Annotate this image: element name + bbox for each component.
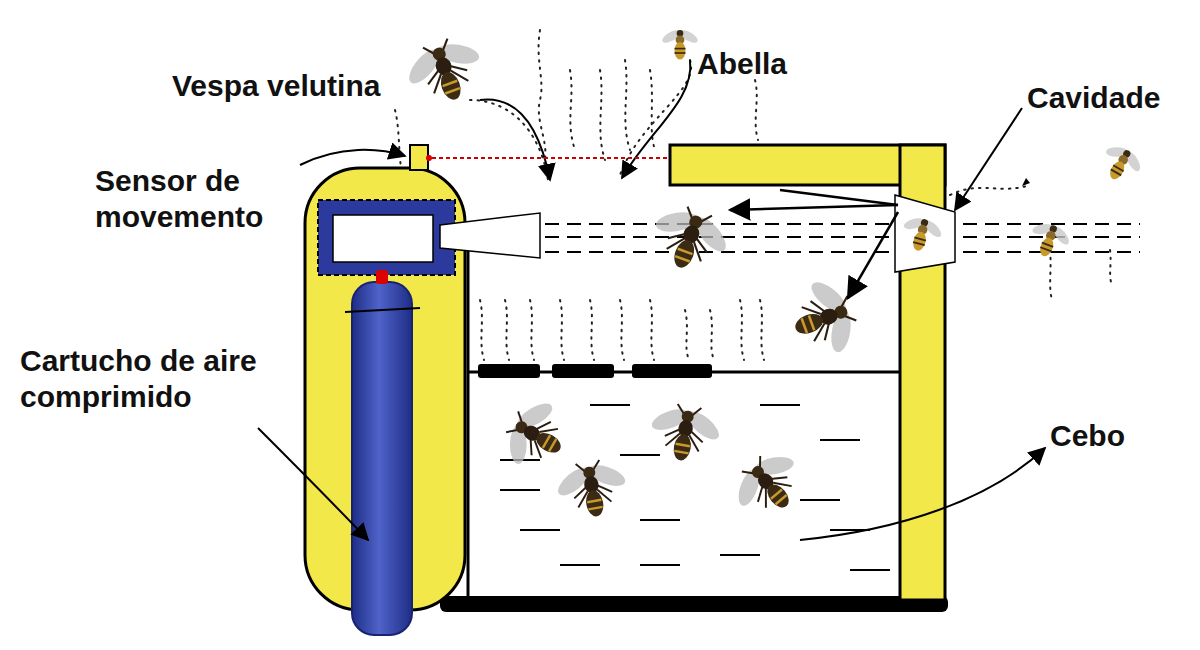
part-label: Abella bbox=[697, 46, 787, 82]
part-label: Vespa velutina bbox=[172, 68, 380, 104]
part-label: Cavidade bbox=[1027, 80, 1160, 116]
part-label: Cebo bbox=[1050, 418, 1125, 454]
part-label: Cartucho de aire comprimido bbox=[20, 343, 270, 415]
part-label: Sensor de movemento bbox=[95, 163, 305, 235]
